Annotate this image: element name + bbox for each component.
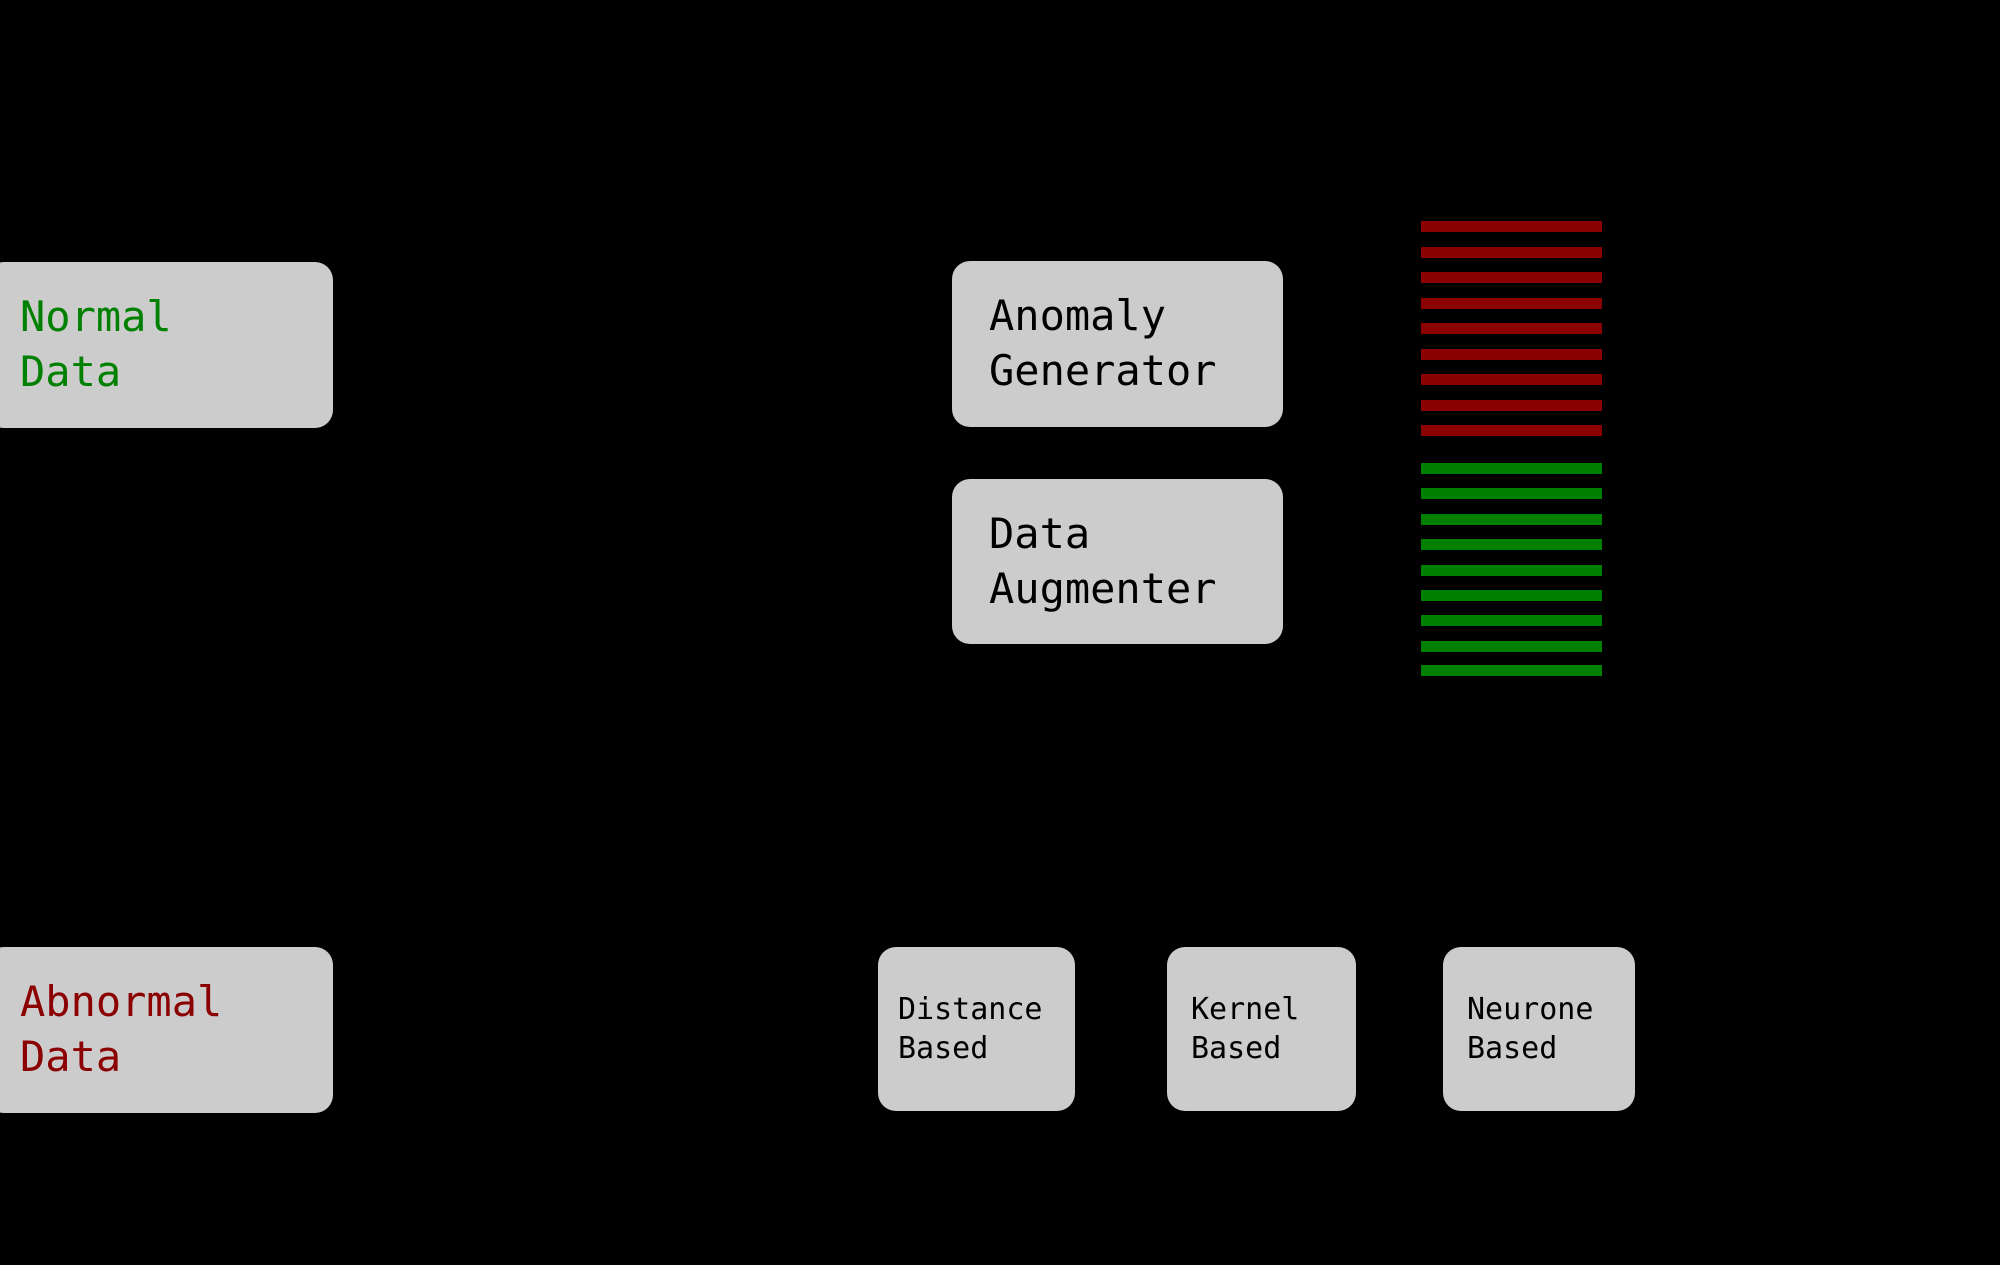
stripe-anomaly-1 (1421, 221, 1602, 232)
node-neurone-based-line2: Based (1467, 1031, 1558, 1066)
node-abnormal-data[interactable]: Abnormal Data (0, 947, 333, 1113)
node-kernel-based-line1: Kernel (1191, 992, 1300, 1027)
node-abnormal-data-line1: Abnormal (20, 977, 223, 1027)
node-anomaly-generator-line1: Anomaly (989, 291, 1167, 341)
stripe-normal-18 (1421, 665, 1602, 676)
node-distance-based-line1: Distance (898, 992, 1043, 1027)
node-normal-data[interactable]: Normal Data (0, 262, 333, 428)
stripe-anomaly-8 (1421, 400, 1602, 411)
node-neurone-based[interactable]: Neurone Based (1443, 947, 1635, 1111)
stripe-anomaly-6 (1421, 349, 1602, 360)
stripe-normal-17 (1421, 641, 1602, 652)
stripe-normal-14 (1421, 565, 1602, 576)
node-normal-data-line1: Normal (20, 292, 172, 342)
stripe-normal-12 (1421, 514, 1602, 525)
stripe-anomaly-4 (1421, 298, 1602, 309)
node-neurone-based-line1: Neurone (1467, 992, 1594, 1027)
stripe-anomaly-2 (1421, 247, 1602, 258)
node-abnormal-data-line2: Data (20, 1032, 122, 1081)
mixed-dataset-stripes (1421, 221, 1602, 676)
stripe-anomaly-5 (1421, 323, 1602, 334)
node-distance-based-line2: Based (898, 1031, 989, 1066)
node-anomaly-generator-line2: Generator (989, 346, 1217, 395)
node-data-augmenter-line1: Data (989, 508, 1091, 558)
stripe-anomaly-7 (1421, 374, 1602, 385)
node-distance-based[interactable]: Distance Based (878, 947, 1075, 1111)
node-anomaly-generator[interactable]: Anomaly Generator (952, 261, 1283, 427)
node-kernel-based[interactable]: Kernel Based (1167, 947, 1356, 1111)
node-kernel-based-line2: Based (1191, 1031, 1282, 1066)
stripe-anomaly-9 (1421, 425, 1602, 436)
stripe-normal-15 (1421, 590, 1602, 601)
stripe-normal-16 (1421, 615, 1602, 626)
node-data-augmenter[interactable]: Data Augmenter (952, 479, 1283, 644)
node-data-augmenter-line2: Augmenter (989, 563, 1217, 613)
stripe-normal-10 (1421, 463, 1602, 474)
node-normal-data-line2: Data (20, 347, 122, 396)
stripe-normal-13 (1421, 539, 1602, 550)
stripe-anomaly-3 (1421, 272, 1602, 283)
stripe-normal-11 (1421, 488, 1602, 499)
